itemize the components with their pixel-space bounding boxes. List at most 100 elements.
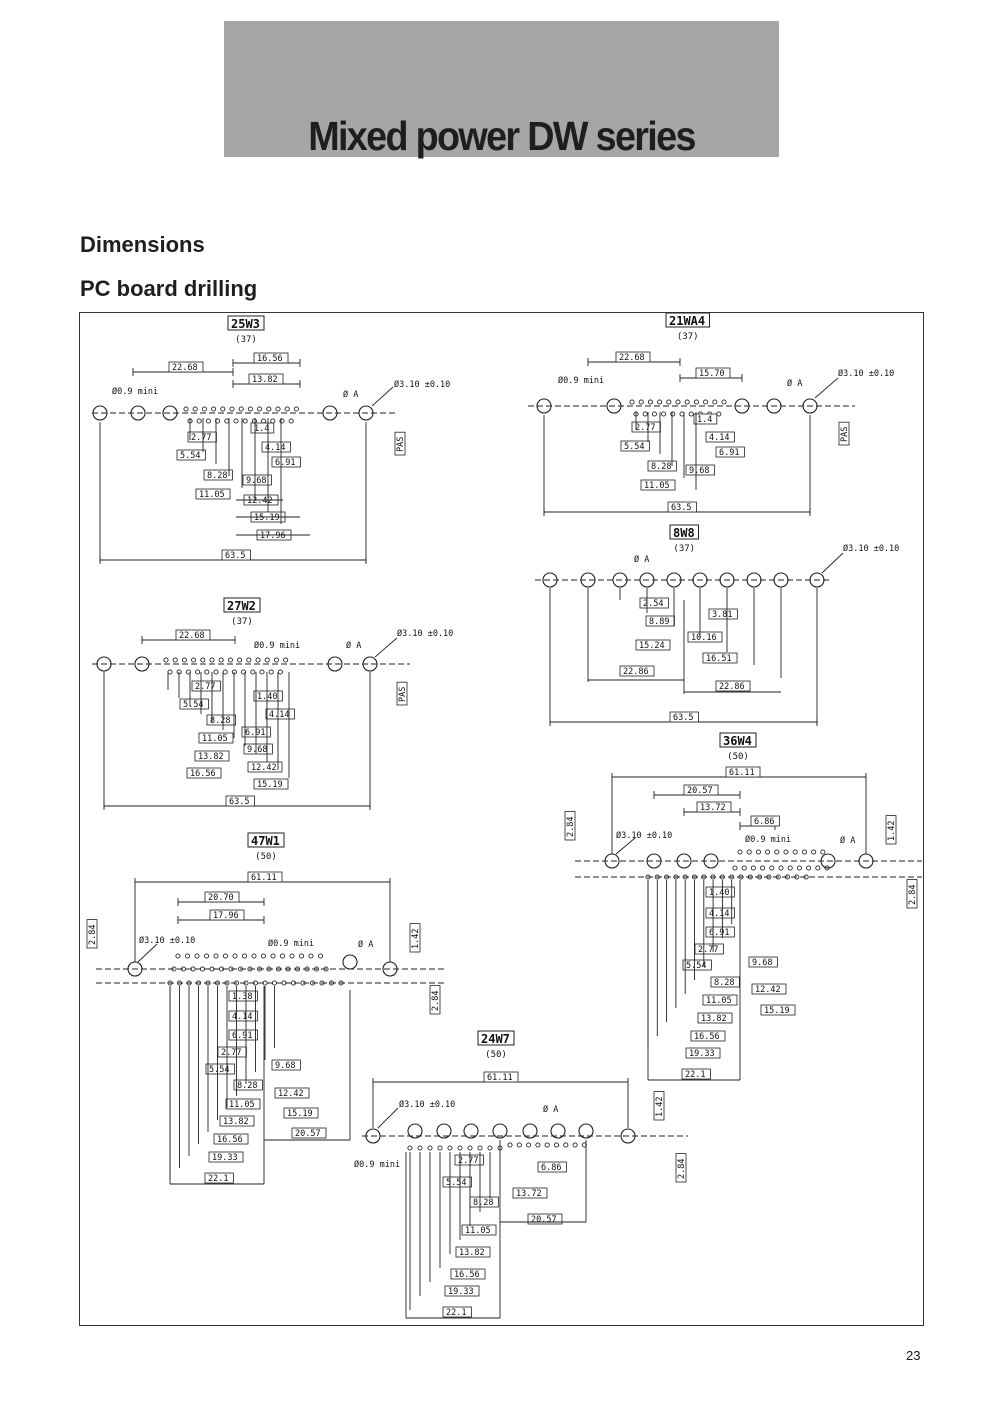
pin-hole bbox=[682, 874, 688, 880]
drill-hole bbox=[134, 656, 150, 672]
dim-value: 11.05 bbox=[229, 1100, 255, 1110]
dim-box bbox=[225, 795, 255, 807]
pin-hole bbox=[750, 865, 756, 871]
dim-box bbox=[253, 352, 289, 364]
dim-value: 1.38 bbox=[232, 992, 252, 1002]
dim-vertical: 1.42 bbox=[653, 1091, 665, 1121]
pin-hole bbox=[679, 411, 685, 417]
drill-hole bbox=[362, 656, 378, 672]
dim-box bbox=[213, 1133, 249, 1145]
dim-box bbox=[442, 1306, 472, 1318]
dim-vertical: PAS bbox=[838, 421, 850, 446]
dim-box bbox=[639, 597, 669, 609]
dim-box bbox=[702, 994, 738, 1006]
pin-hole bbox=[195, 669, 201, 675]
drill-hole bbox=[327, 656, 343, 672]
dim-value: 13.82 bbox=[198, 752, 224, 762]
dim-vertical: 2.84 bbox=[564, 811, 576, 841]
pin-hole bbox=[175, 953, 181, 959]
dim-value: 12.42 bbox=[247, 496, 273, 506]
dim-line bbox=[374, 637, 398, 658]
pin-hole bbox=[787, 865, 793, 871]
pin-hole bbox=[338, 980, 344, 986]
dim-box bbox=[705, 926, 735, 938]
pin-hole bbox=[661, 411, 667, 417]
dim-value: 9.68 bbox=[246, 476, 266, 486]
dim-box bbox=[653, 1091, 665, 1121]
pin-hole bbox=[309, 980, 316, 986]
pin-hole bbox=[784, 874, 791, 880]
pin-hole bbox=[163, 657, 169, 663]
dim-box bbox=[615, 351, 651, 363]
dim-value: 11.05 bbox=[465, 1226, 491, 1236]
note-text: Ø A bbox=[346, 640, 361, 651]
dim-box bbox=[640, 479, 676, 491]
note-text: Ø0.9 mini bbox=[112, 386, 158, 397]
drill-hole bbox=[746, 572, 762, 588]
dim-value: 12.42 bbox=[251, 763, 277, 773]
offset-label: 1.42 bbox=[655, 1097, 665, 1117]
note-text: Ø0.9 mini bbox=[745, 834, 791, 845]
dim-value: 4.14 bbox=[232, 1012, 252, 1022]
dim-box bbox=[685, 1047, 721, 1059]
dim-value: 15.19 bbox=[257, 780, 283, 790]
dim-value: 6.86 bbox=[754, 817, 774, 827]
drawing-title: 21WA4 bbox=[669, 314, 705, 328]
drill-hole bbox=[162, 405, 178, 421]
pin-hole bbox=[824, 865, 830, 871]
offset-label: 2.84 bbox=[908, 885, 918, 905]
pin-hole bbox=[190, 966, 196, 972]
pin-hole bbox=[275, 406, 281, 412]
pin-hole bbox=[487, 1145, 493, 1151]
dim-value: 15.24 bbox=[639, 641, 665, 651]
dim-box bbox=[242, 474, 272, 486]
dim-value: 1.40 bbox=[709, 888, 729, 898]
drill-hole bbox=[365, 1128, 381, 1144]
dim-value: 22.1 bbox=[208, 1174, 228, 1184]
dim-box bbox=[461, 1224, 497, 1236]
pin-hole bbox=[774, 849, 780, 855]
dim-value: 16.56 bbox=[454, 1270, 480, 1280]
dim-value: 22.86 bbox=[623, 667, 649, 677]
pin-hole bbox=[222, 953, 229, 959]
dim-value: 8.28 bbox=[714, 978, 734, 988]
dim-value: 61.11 bbox=[487, 1073, 513, 1083]
pin-hole bbox=[289, 953, 295, 959]
pin-hole bbox=[820, 849, 826, 855]
pin-hole bbox=[200, 657, 206, 663]
drill-hole bbox=[666, 572, 682, 588]
dim-box bbox=[635, 639, 671, 651]
dim-value: 1.4 bbox=[254, 424, 269, 434]
dim-box bbox=[204, 1172, 234, 1184]
dim-value: 20.70 bbox=[208, 893, 234, 903]
pin-hole bbox=[241, 669, 247, 675]
pin-hole bbox=[204, 669, 210, 675]
dim-value: 8.28 bbox=[473, 1198, 493, 1208]
pin-hole bbox=[319, 980, 325, 986]
dim-box bbox=[253, 778, 289, 790]
dim-box bbox=[206, 714, 236, 726]
dim-value: 22.68 bbox=[619, 353, 645, 363]
dim-line bbox=[371, 386, 394, 407]
dim-value: 5.54 bbox=[209, 1065, 229, 1075]
offset-label: 1.42 bbox=[411, 929, 421, 949]
dim-box bbox=[253, 690, 283, 702]
dim-box bbox=[191, 680, 221, 692]
dim-box bbox=[194, 750, 230, 762]
drill-hole bbox=[542, 572, 558, 588]
drill-hole bbox=[620, 1128, 636, 1144]
drill-hole bbox=[407, 1123, 423, 1139]
offset-label: 1.42 bbox=[887, 821, 897, 841]
dim-value: 6.91 bbox=[709, 928, 729, 938]
drill-hole bbox=[580, 572, 596, 588]
pin-hole bbox=[294, 966, 301, 972]
dim-value: 19.33 bbox=[212, 1153, 238, 1163]
dim-box bbox=[208, 1151, 244, 1163]
pin-hole bbox=[407, 1145, 413, 1151]
pin-hole bbox=[300, 980, 306, 986]
dim-value: 11.05 bbox=[202, 734, 228, 744]
offset-label: 2.84 bbox=[431, 991, 441, 1011]
dim-value: 61.11 bbox=[729, 768, 755, 778]
pin-hole bbox=[293, 406, 299, 412]
